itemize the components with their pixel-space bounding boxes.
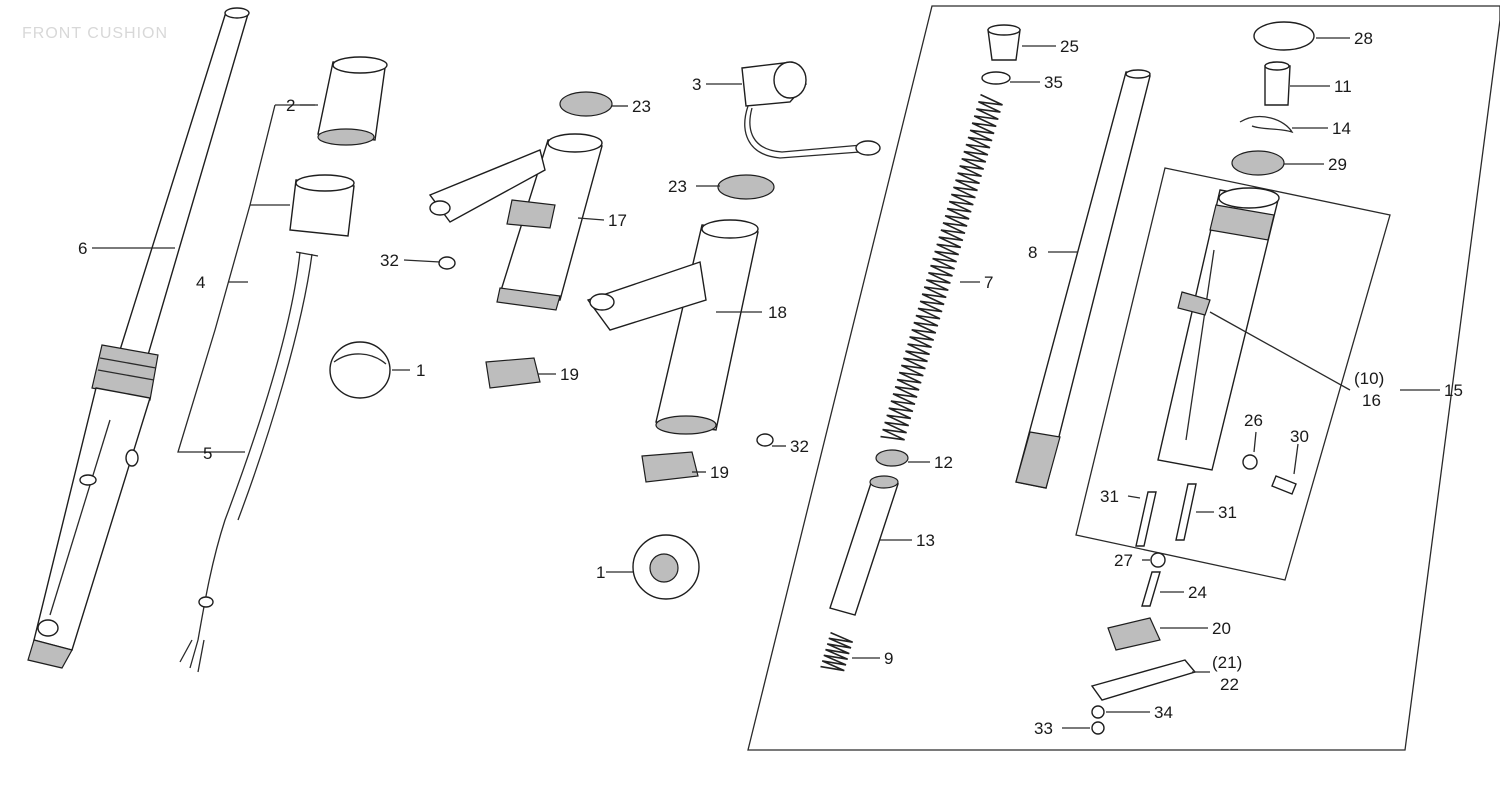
callout-17: 17 — [608, 211, 627, 230]
callout-31-right: 31 — [1218, 503, 1237, 522]
screw-32-upper — [438, 256, 456, 270]
damper-assembly — [820, 24, 1021, 672]
callout-11: 11 — [1334, 77, 1352, 96]
callout-12: 12 — [934, 453, 953, 472]
callout-32-upper: 32 — [380, 251, 399, 270]
callout-14: 14 — [1332, 119, 1351, 138]
callout-7: 7 — [984, 273, 993, 292]
headlight-brackets — [428, 91, 775, 483]
callout-24: 24 — [1188, 583, 1207, 602]
callout-22: 22 — [1220, 675, 1239, 694]
callout-8: 8 — [1028, 243, 1037, 262]
callout-19-upper: 19 — [560, 365, 579, 384]
callout-1-lower: 1 — [596, 563, 605, 582]
leader-lines — [92, 37, 1440, 729]
callout-28: 28 — [1354, 29, 1373, 48]
callout-labels: 6 4 2 5 1 1 3 23 23 17 32 18 19 19 32 25… — [78, 29, 1463, 738]
subassembly-frame — [747, 5, 1500, 751]
callout-21: (21) — [1212, 653, 1242, 672]
callout-26: 26 — [1244, 411, 1263, 430]
callout-9: 9 — [884, 649, 893, 668]
callout-30: 30 — [1290, 427, 1309, 446]
callout-23-upper: 23 — [632, 97, 651, 116]
callout-18: 18 — [768, 303, 787, 322]
callout-2: 2 — [286, 96, 295, 115]
inner-tube-8 — [1015, 69, 1151, 489]
callout-27: 27 — [1114, 551, 1133, 570]
callout-33: 33 — [1034, 719, 1053, 738]
callout-25: 25 — [1060, 37, 1079, 56]
callout-35: 35 — [1044, 73, 1063, 92]
callout-13: 13 — [916, 531, 935, 550]
callout-6: 6 — [78, 239, 87, 258]
callout-19-lower: 19 — [710, 463, 729, 482]
cap-parts — [329, 341, 700, 600]
callout-32-lower: 32 — [790, 437, 809, 456]
diagram-title: FRONT CUSHION — [22, 25, 168, 42]
callout-29: 29 — [1328, 155, 1347, 174]
callout-31-left: 31 — [1100, 487, 1119, 506]
callout-20: 20 — [1212, 619, 1231, 638]
callout-10: (10) — [1354, 369, 1384, 388]
callout-3: 3 — [692, 75, 701, 94]
callout-34: 34 — [1154, 703, 1173, 722]
switch-unit — [741, 61, 881, 159]
callout-5: 5 — [203, 444, 212, 463]
fork-assembly-left — [27, 7, 250, 669]
callout-15: 15 — [1444, 381, 1463, 400]
screw-32-lower — [756, 433, 774, 447]
callout-4: 4 — [196, 273, 205, 292]
callout-1-upper: 1 — [416, 361, 425, 380]
callout-16: 16 — [1362, 391, 1381, 410]
switch-and-cable — [177, 56, 388, 673]
inner-subassembly-frame — [1075, 167, 1391, 581]
outer-slider — [1090, 21, 1315, 735]
callout-23-lower: 23 — [668, 177, 687, 196]
